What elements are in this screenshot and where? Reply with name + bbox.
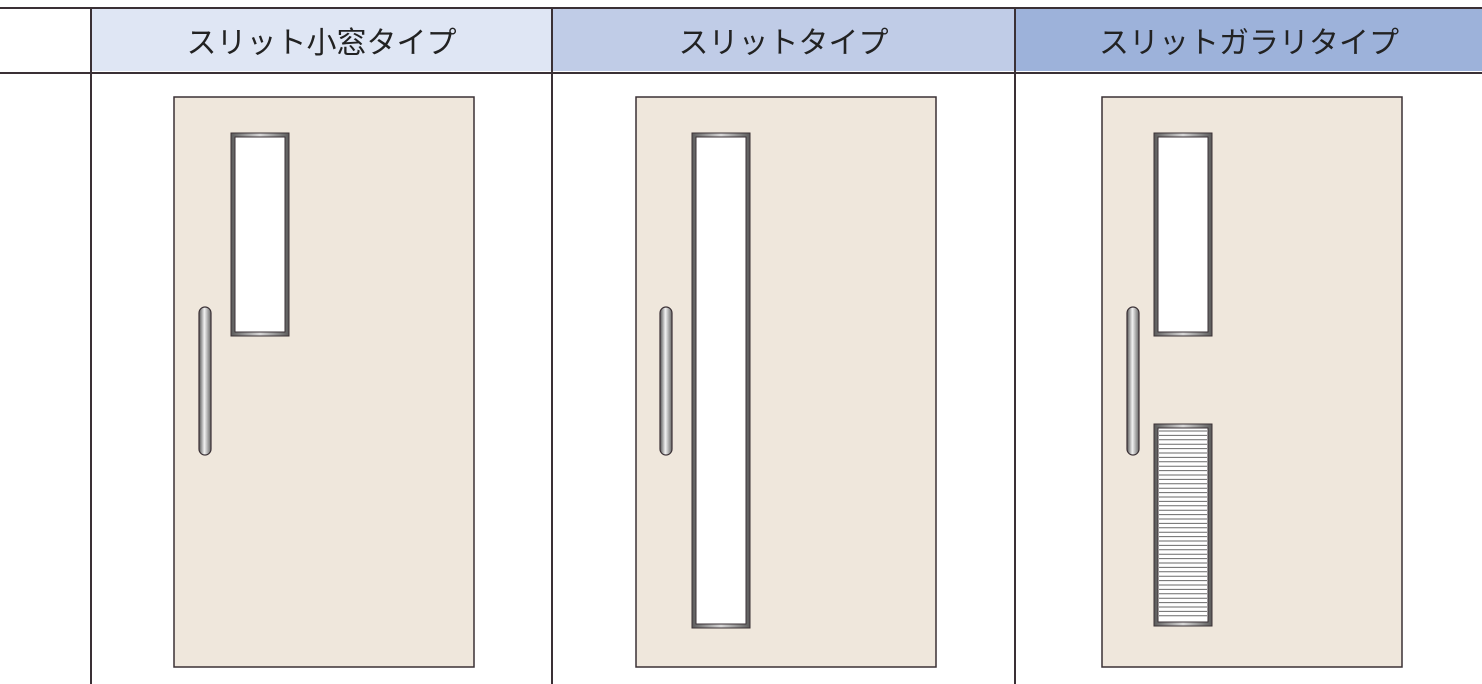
window-icon bbox=[230, 132, 290, 337]
window-icon bbox=[1153, 132, 1213, 337]
column-header-label: スリット小窓タイプ bbox=[186, 26, 457, 61]
column-divider bbox=[551, 7, 553, 684]
handle-icon bbox=[1126, 306, 1140, 456]
door-slit-louver bbox=[1101, 96, 1403, 668]
door-small-window bbox=[173, 96, 475, 668]
column-header-slit: スリットタイプ bbox=[553, 9, 1014, 71]
column-header-label: スリットガラリタイプ bbox=[1099, 26, 1399, 61]
handle-icon bbox=[659, 306, 673, 456]
louver-icon bbox=[1153, 423, 1213, 627]
door-panel bbox=[1101, 96, 1403, 668]
header-bottom-border bbox=[0, 72, 1482, 74]
column-header-small-window: スリット小窓タイプ bbox=[92, 9, 551, 71]
door-panel bbox=[173, 96, 475, 668]
window-icon bbox=[691, 132, 751, 629]
column-divider bbox=[1014, 7, 1016, 684]
column-header-label: スリットタイプ bbox=[678, 26, 889, 61]
door-panel bbox=[635, 96, 937, 668]
door-slit bbox=[635, 96, 937, 668]
table-top-border bbox=[0, 7, 1482, 9]
column-header-slit-louver: スリットガラリタイプ bbox=[1016, 9, 1482, 71]
column-divider bbox=[90, 7, 92, 684]
handle-icon bbox=[198, 306, 212, 456]
